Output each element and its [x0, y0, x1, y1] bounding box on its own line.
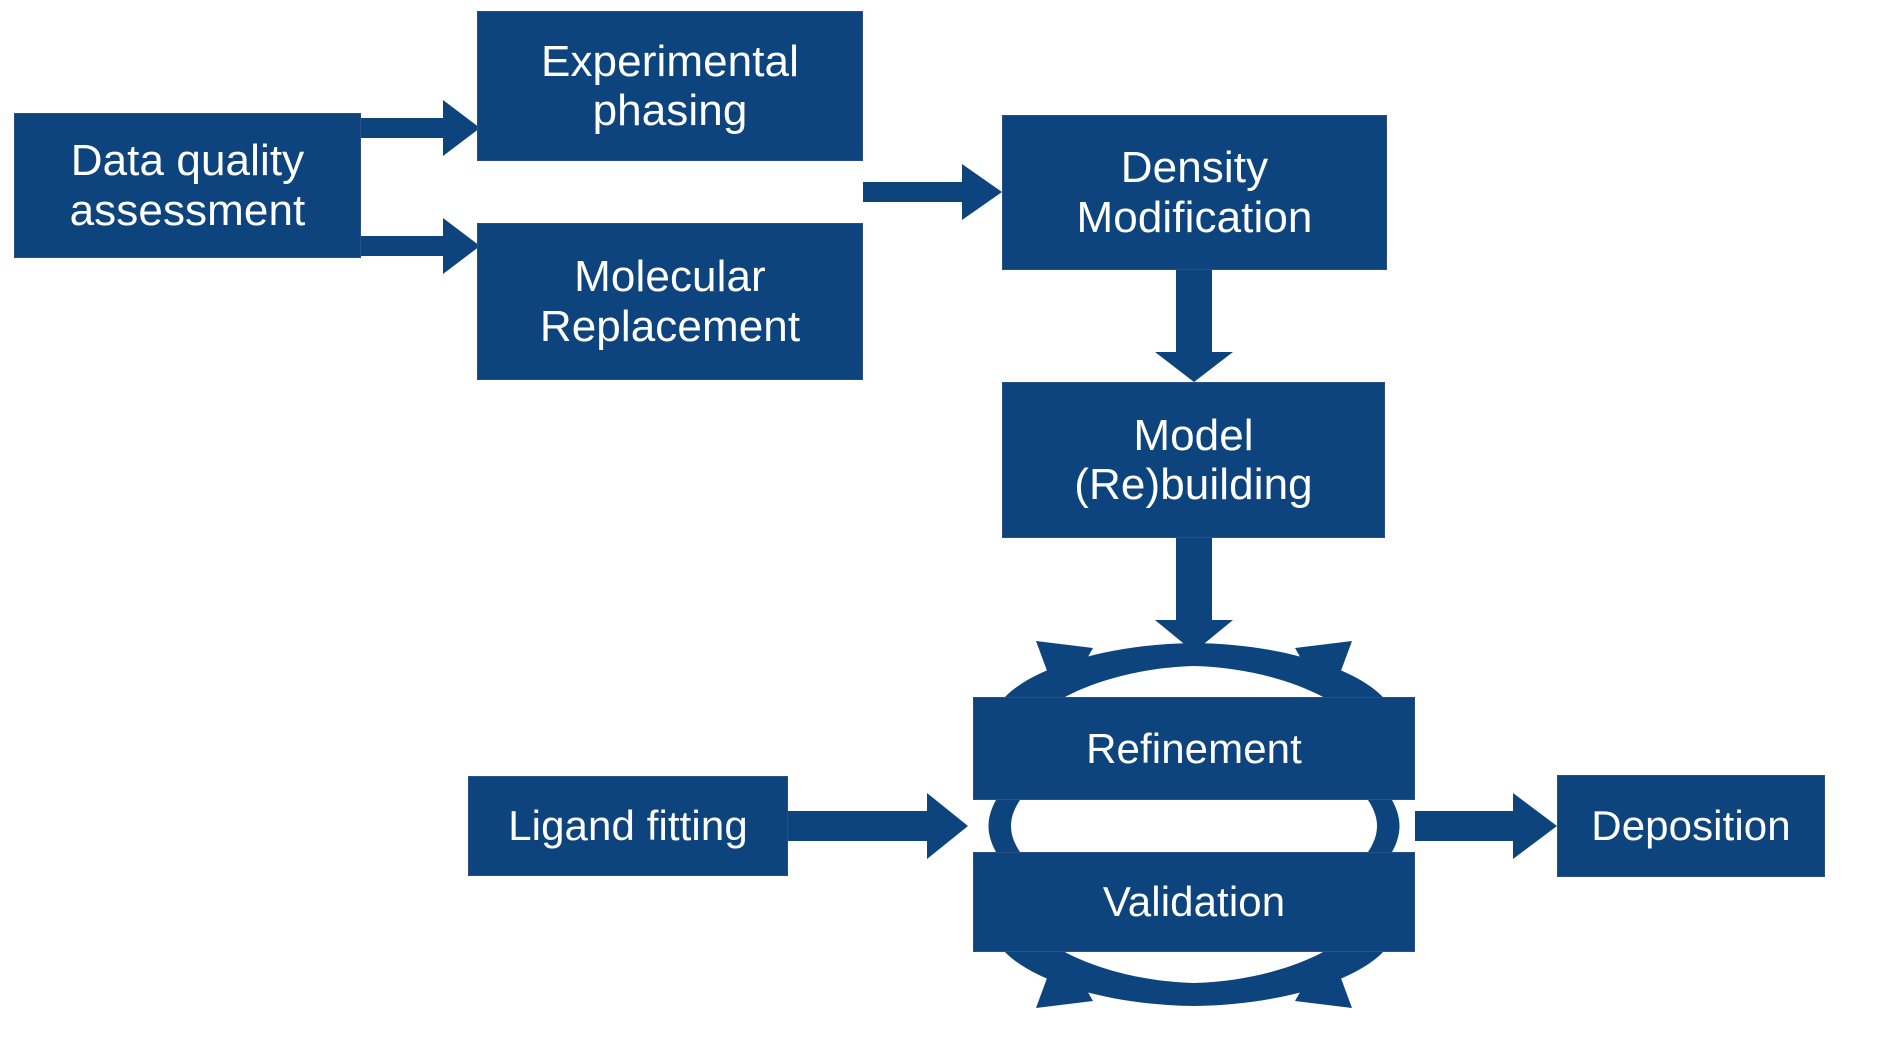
node-data-quality-assessment[interactable]: Data quality assessment	[14, 113, 361, 258]
node-validation[interactable]: Validation	[973, 852, 1415, 952]
arrow-cycle-to-deposition	[1415, 793, 1557, 859]
node-model-rebuilding[interactable]: Model (Re)building	[1002, 382, 1385, 538]
node-molecular-replacement[interactable]: Molecular Replacement	[477, 223, 863, 380]
arrow-phasing-to-density-modification	[863, 164, 1002, 220]
cycle-arc-right-stub	[1368, 800, 1400, 852]
arrow-data-quality-to-experimental-phasing	[361, 100, 480, 156]
arrow-data-quality-to-molecular-replacement	[361, 218, 480, 274]
cycle-arc-left-stub	[988, 800, 1020, 852]
cycle-arc-bottom-left-arrowhead	[1036, 943, 1093, 1008]
cycle-arc-bottom-right-arrowhead	[1295, 943, 1352, 1008]
node-ligand-fitting[interactable]: Ligand fitting	[468, 776, 788, 876]
arrow-model-rebuilding-to-cycle	[1155, 538, 1233, 652]
arrow-density-modification-to-model-rebuilding	[1155, 270, 1233, 382]
node-experimental-phasing[interactable]: Experimental phasing	[477, 11, 863, 161]
node-deposition[interactable]: Deposition	[1557, 775, 1825, 877]
arrow-ligand-fitting-to-cycle	[788, 793, 968, 859]
node-refinement[interactable]: Refinement	[973, 697, 1415, 800]
node-density-modification[interactable]: Density Modification	[1002, 115, 1387, 270]
